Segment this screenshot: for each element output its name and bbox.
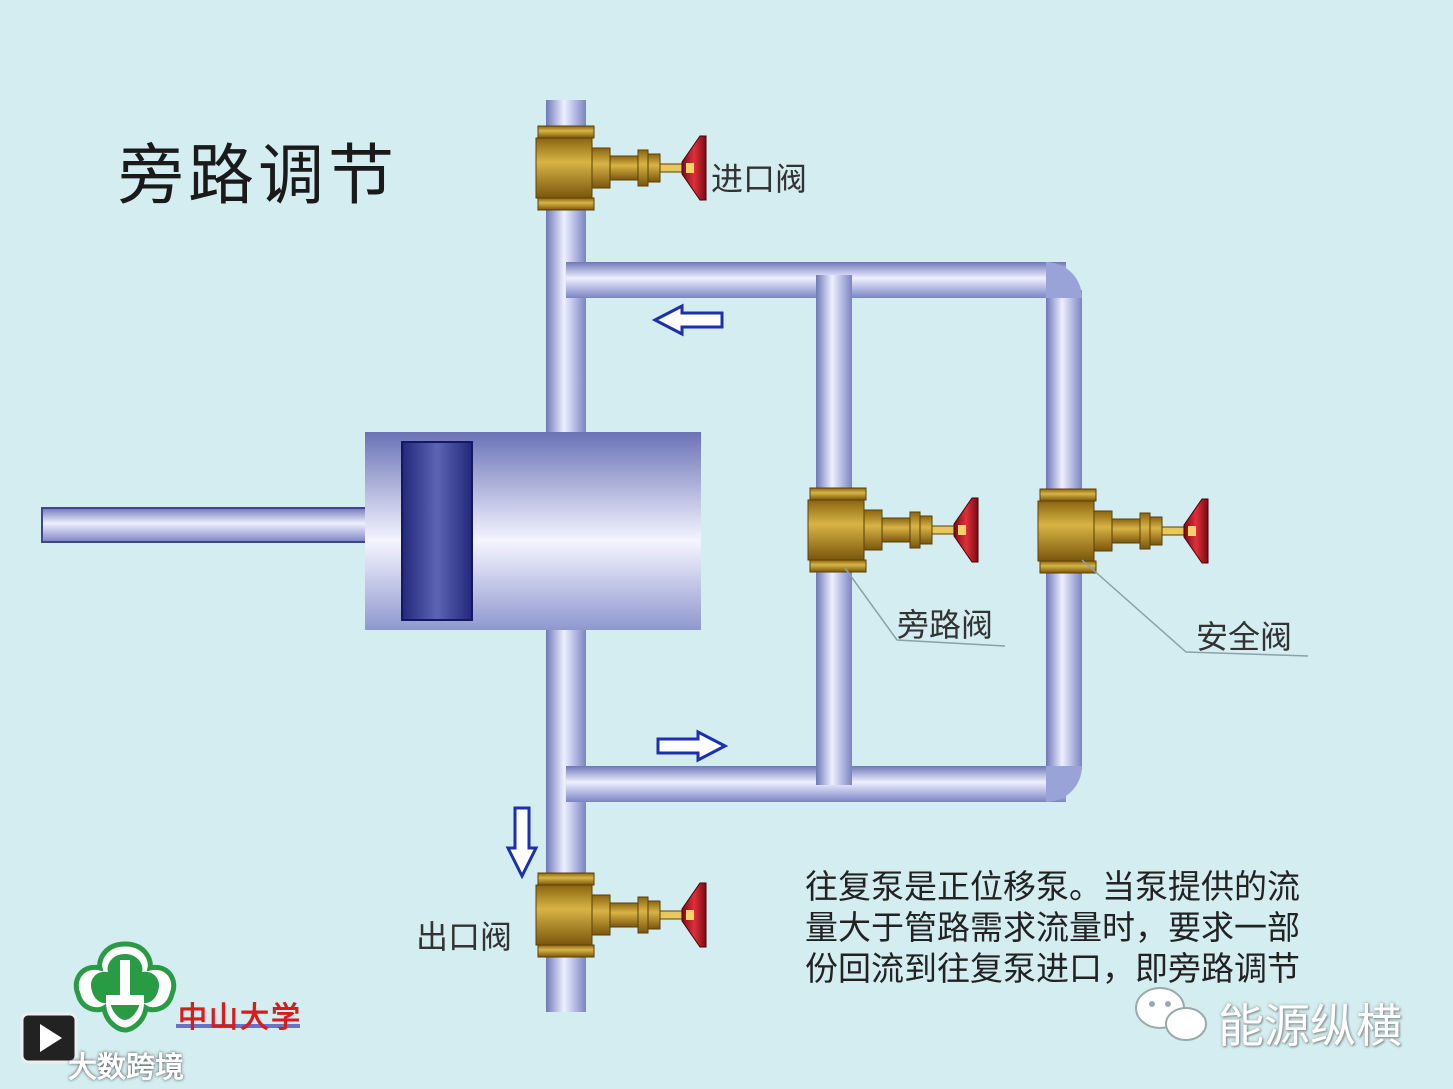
- play-icon[interactable]: [20, 1012, 78, 1064]
- inlet-valve-label: 进口阀: [711, 160, 808, 198]
- safety-valve: [1037, 488, 1209, 574]
- watermark-secondary: 大数跨境: [68, 1050, 185, 1084]
- safety-valve-label: 安全阀: [1196, 618, 1293, 656]
- university-logo-icon: [73, 941, 177, 1033]
- bypass-leader-line: [844, 567, 1006, 647]
- outlet-valve-label: 出口阀: [416, 918, 513, 956]
- inlet-valve: [535, 125, 707, 211]
- university-name: 中山大学: [178, 1000, 303, 1034]
- arrow-left-icon: [651, 303, 724, 337]
- lower-elbow: [1046, 766, 1082, 802]
- piston-rod: [41, 507, 403, 543]
- arrow-right-icon: [656, 729, 729, 763]
- description-line: 往复泵是正位移泵。当泵提供的流: [805, 867, 1300, 906]
- wechat-icon: [1135, 987, 1207, 1041]
- description-line: 量大于管路需求流量时，要求一部: [805, 908, 1300, 947]
- description-text: 往复泵是正位移泵。当泵提供的流 量大于管路需求流量时，要求一部 份回流到往复泵进…: [805, 866, 1300, 989]
- logo-underline: [176, 1024, 300, 1028]
- watermark-brand: 能源纵横: [1218, 999, 1402, 1053]
- bypass-valve-label: 旁路阀: [897, 606, 994, 644]
- upper-elbow: [1046, 262, 1082, 298]
- bypass-valve: [807, 487, 979, 573]
- piston: [401, 441, 473, 621]
- safety-leader-line: [1081, 559, 1309, 657]
- page-title: 旁路调节: [118, 137, 398, 214]
- description-line: 份回流到往复泵进口，即旁路调节: [805, 949, 1300, 988]
- arrow-down-icon: [505, 806, 539, 880]
- outlet-valve: [535, 872, 707, 958]
